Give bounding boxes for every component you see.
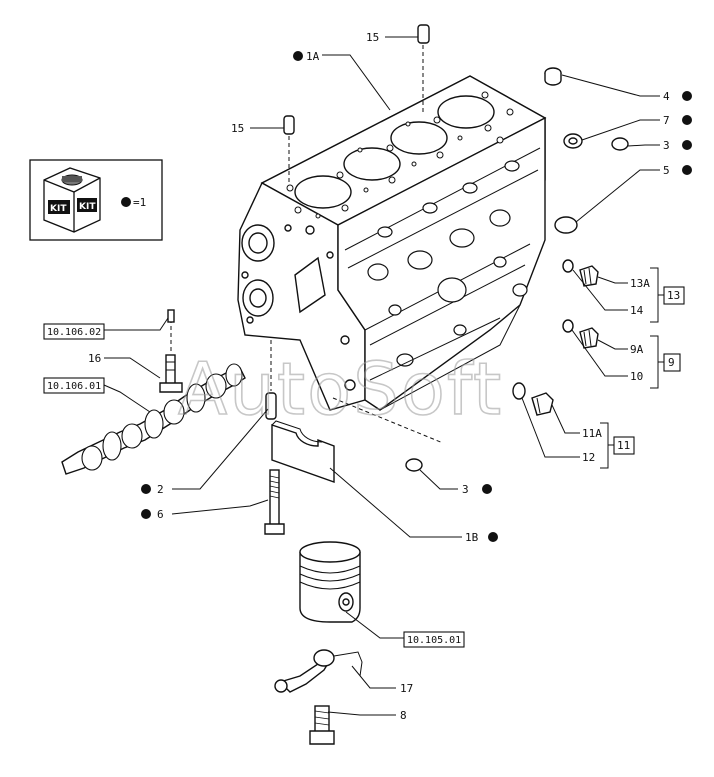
dowel-pin-15-left bbox=[283, 115, 295, 185]
seal-14 bbox=[562, 259, 574, 273]
bolt-16 bbox=[159, 309, 183, 393]
group-label-9: 9 bbox=[668, 356, 675, 369]
callout-16: 16 bbox=[88, 352, 101, 365]
callout-7: 7 bbox=[663, 114, 670, 127]
group-brackets bbox=[600, 267, 664, 469]
callout-6: 6 bbox=[157, 508, 164, 521]
bullet-7 bbox=[682, 115, 692, 125]
group-box-9 bbox=[663, 353, 681, 372]
callout-15-top: 15 bbox=[366, 31, 379, 44]
reference-boxes: 10.106.02 10.106.01 10.105.01 13 9 11 bbox=[43, 286, 685, 648]
ref-box-10-106-01 bbox=[43, 377, 105, 394]
ref-label-10-105-01: 10.105.01 bbox=[407, 635, 461, 646]
seal-7 bbox=[563, 133, 583, 149]
group-box-13 bbox=[663, 286, 685, 305]
group-label-13: 13 bbox=[667, 289, 680, 302]
ref-box-10-105-01 bbox=[403, 631, 465, 648]
dowel-bush-2 bbox=[265, 340, 277, 420]
camshaft bbox=[61, 363, 246, 475]
bolt-8 bbox=[309, 705, 335, 745]
callout-10: 10 bbox=[630, 370, 643, 383]
bullet-1A bbox=[293, 51, 303, 61]
group-box-11 bbox=[613, 436, 635, 455]
plug-3-right bbox=[611, 137, 629, 151]
kit-bullet-dot bbox=[121, 197, 131, 207]
bullet-3-right bbox=[682, 140, 692, 150]
cylinder-block bbox=[237, 75, 547, 411]
callout-13A: 13A bbox=[630, 277, 650, 290]
bullet-6 bbox=[141, 509, 151, 519]
bullet-3-bottom bbox=[482, 484, 492, 494]
group-label-11: 11 bbox=[617, 439, 630, 452]
bullet-1B bbox=[488, 532, 498, 542]
kit-label-left: KIT bbox=[50, 204, 67, 214]
callout-3-bottom: 3 bbox=[462, 483, 469, 496]
ref-box-10-106-02 bbox=[43, 323, 105, 340]
kit-legend: KIT KIT =1 bbox=[29, 159, 163, 241]
seal-10 bbox=[562, 319, 574, 333]
callout-2: 2 bbox=[157, 483, 164, 496]
callout-1A: 1A bbox=[306, 50, 320, 63]
kit-equals-label: =1 bbox=[133, 196, 146, 209]
bolt-6 bbox=[264, 469, 285, 535]
seal-12 bbox=[512, 382, 526, 400]
callout-3-right: 3 bbox=[663, 139, 670, 152]
plug-4 bbox=[544, 67, 562, 86]
piston bbox=[299, 541, 361, 623]
plug-13A bbox=[579, 265, 599, 287]
bearing-cap-1B bbox=[271, 397, 444, 483]
callout-17: 17 bbox=[400, 682, 413, 695]
ref-label-10-106-02: 10.106.02 bbox=[47, 327, 101, 338]
callout-8: 8 bbox=[400, 709, 407, 722]
ref-label-10-106-01: 10.106.01 bbox=[47, 381, 101, 392]
plug-5 bbox=[554, 216, 578, 234]
callout-15-left: 15 bbox=[231, 122, 244, 135]
callout-14: 14 bbox=[630, 304, 644, 317]
callout-9A: 9A bbox=[630, 343, 644, 356]
watermark: AutoSoft bbox=[178, 347, 503, 431]
callout-labels: 15 1A 15 4 7 3 5 13A 14 9A 10 11A 12 16 … bbox=[88, 31, 692, 722]
callout-11A: 11A bbox=[582, 427, 602, 440]
callout-1B: 1B bbox=[465, 531, 479, 544]
kit-box-icon: KIT KIT bbox=[43, 167, 101, 233]
oil-jet-17 bbox=[274, 649, 363, 693]
callout-4: 4 bbox=[663, 90, 670, 103]
plug-3-bottom bbox=[405, 458, 423, 472]
callout-5: 5 bbox=[663, 164, 670, 177]
kit-label-right: KIT bbox=[79, 202, 96, 212]
bullet-2 bbox=[141, 484, 151, 494]
callout-12: 12 bbox=[582, 451, 595, 464]
dowel-pin-15-top bbox=[417, 24, 430, 112]
leader-lines bbox=[103, 36, 660, 716]
plug-11A bbox=[531, 392, 554, 416]
bullet-4 bbox=[682, 91, 692, 101]
bullet-5 bbox=[682, 165, 692, 175]
